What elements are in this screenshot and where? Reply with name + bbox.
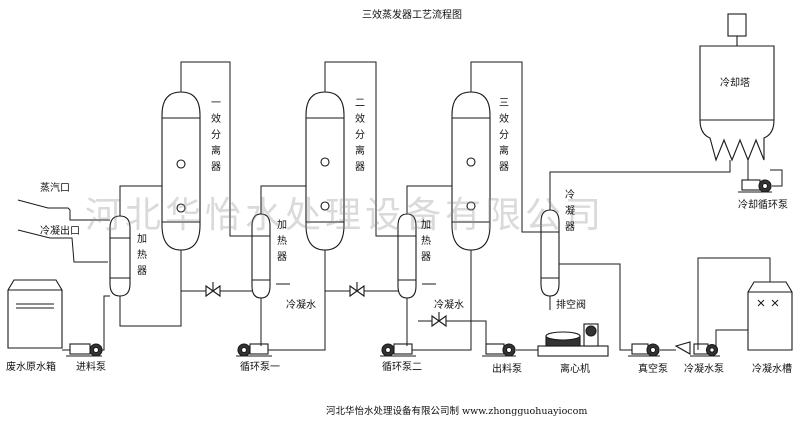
heater-2-label: 加热器 <box>277 220 287 263</box>
feed-pump-label: 进料泵 <box>76 362 106 373</box>
cooling-circ-pump-label: 冷却循环泵 <box>738 200 788 211</box>
condenser <box>540 209 560 297</box>
cooling-water-2-label: 冷凝水 <box>434 300 464 311</box>
heater-3 <box>397 213 417 299</box>
feed-pump-icon <box>66 343 103 357</box>
separator-3-label: 三效分离器 <box>499 98 509 173</box>
diagram-title: 三效蒸发器工艺流程图 <box>362 10 462 21</box>
condensate-pump-icon <box>674 341 720 357</box>
separator-2-label: 二效分离器 <box>355 98 365 173</box>
cooling-water-1-label: 冷凝水 <box>286 300 316 311</box>
condensate-tank-label: 冷凝水槽 <box>752 364 792 375</box>
heater-2 <box>251 213 271 299</box>
circ-pump-2-label: 循环泵二 <box>382 362 422 373</box>
steam-inlet-label: 蒸汽口 <box>40 183 70 194</box>
heater-1-label: 加热器 <box>137 234 147 277</box>
separator-2 <box>305 91 345 251</box>
waste-tank-label: 废水原水箱 <box>6 362 56 373</box>
heater-3-label: 加热器 <box>421 220 431 263</box>
cooling-tower <box>699 13 775 162</box>
vacuum-pump-label: 真空泵 <box>638 364 668 375</box>
cooling-circulation-pump-icon <box>738 179 772 193</box>
vent-valve-label: 排空阀 <box>556 300 586 311</box>
piping <box>17 61 783 351</box>
condensate-outlet-label: 冷凝出口 <box>40 226 80 237</box>
circ-pump-1-label: 循环泵一 <box>240 362 280 373</box>
vacuum-pump-icon <box>628 343 660 357</box>
separator-3 <box>451 91 491 251</box>
separator-1 <box>161 91 201 251</box>
condenser-label: 冷凝器 <box>565 190 575 233</box>
centrifuge-label: 离心机 <box>560 364 590 375</box>
condensate-tank <box>747 281 793 351</box>
cooling-tower-label: 冷却塔 <box>720 78 750 89</box>
waste-water-tank <box>7 279 63 349</box>
separator-1-label: 一效分离器 <box>211 98 221 173</box>
discharge-pump-label: 出料泵 <box>492 364 522 375</box>
discharge-pump-icon <box>482 343 516 357</box>
footer-credit: 河北华怡水处理设备有限公司制 www.zhongguohuayiocom <box>326 406 588 417</box>
circulation-pump-1-icon <box>236 343 272 357</box>
condensate-pump-label: 冷凝水泵 <box>684 364 724 375</box>
valve-icons <box>205 282 447 328</box>
circulation-pump-2-icon <box>380 343 416 357</box>
centrifuge-icon <box>537 323 609 357</box>
watermark: 河北华怡水处理设备有限公司 <box>85 195 606 236</box>
heater-1 <box>109 215 131 297</box>
